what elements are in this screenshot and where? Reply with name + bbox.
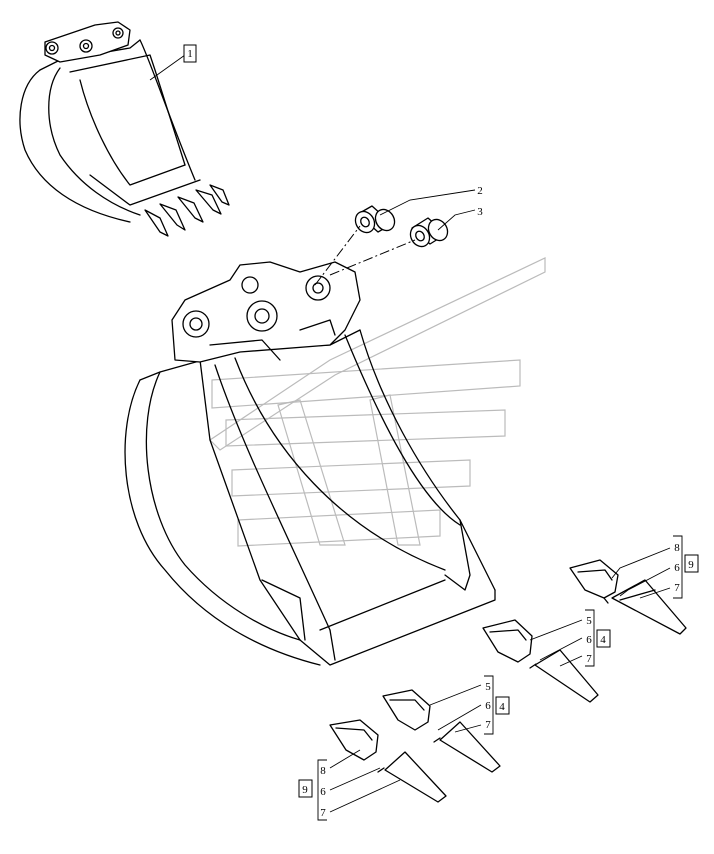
callout-7: 7: [674, 582, 680, 594]
callout-group-1: 8 6 7 9: [673, 535, 699, 599]
callout-4: 4: [600, 634, 606, 646]
callout-6: 6: [320, 786, 326, 798]
callout-4: 4: [499, 701, 505, 713]
leader-lines: [149, 54, 671, 813]
callout-5: 5: [485, 681, 491, 693]
callout-5: 5: [586, 615, 592, 627]
tooth-set-2: [482, 619, 599, 703]
alignment-line: [314, 225, 361, 286]
callout-4-box: [495, 696, 510, 715]
bushing-3: [409, 217, 449, 248]
callout-6: 6: [674, 562, 680, 574]
watermark-logo: [209, 257, 546, 547]
tooth-set-3: [382, 689, 501, 773]
callout-9: 9: [302, 784, 308, 796]
callout-7: 7: [485, 719, 491, 731]
tooth-set-1: [569, 559, 687, 635]
alignment-line: [329, 239, 416, 276]
main-bucket-body: [124, 261, 496, 666]
callout-9-box: [684, 554, 699, 573]
callout-8: 8: [674, 542, 680, 554]
callout-7: 7: [586, 653, 592, 665]
callout-group-4: 8 6 7 9: [298, 759, 327, 821]
callout-6: 6: [586, 634, 592, 646]
callout-9-box: [298, 779, 313, 798]
callout-6: 6: [485, 700, 491, 712]
callout-1: 1: [187, 48, 193, 60]
callout-4-box: [596, 629, 611, 648]
small-bucket-overview: [19, 21, 230, 237]
callout-8: 8: [320, 765, 326, 777]
callout-7: 7: [320, 807, 326, 819]
callout-group-2: 5 6 7 4: [585, 609, 611, 667]
bushing-2: [354, 205, 396, 234]
tooth-set-4: [329, 719, 447, 803]
callout-group-3: 5 6 7 4: [484, 675, 510, 735]
callout-3: 3: [477, 206, 483, 218]
callout-9: 9: [688, 559, 694, 571]
callout-2: 2: [477, 185, 483, 197]
callout-1-box: [183, 44, 197, 63]
